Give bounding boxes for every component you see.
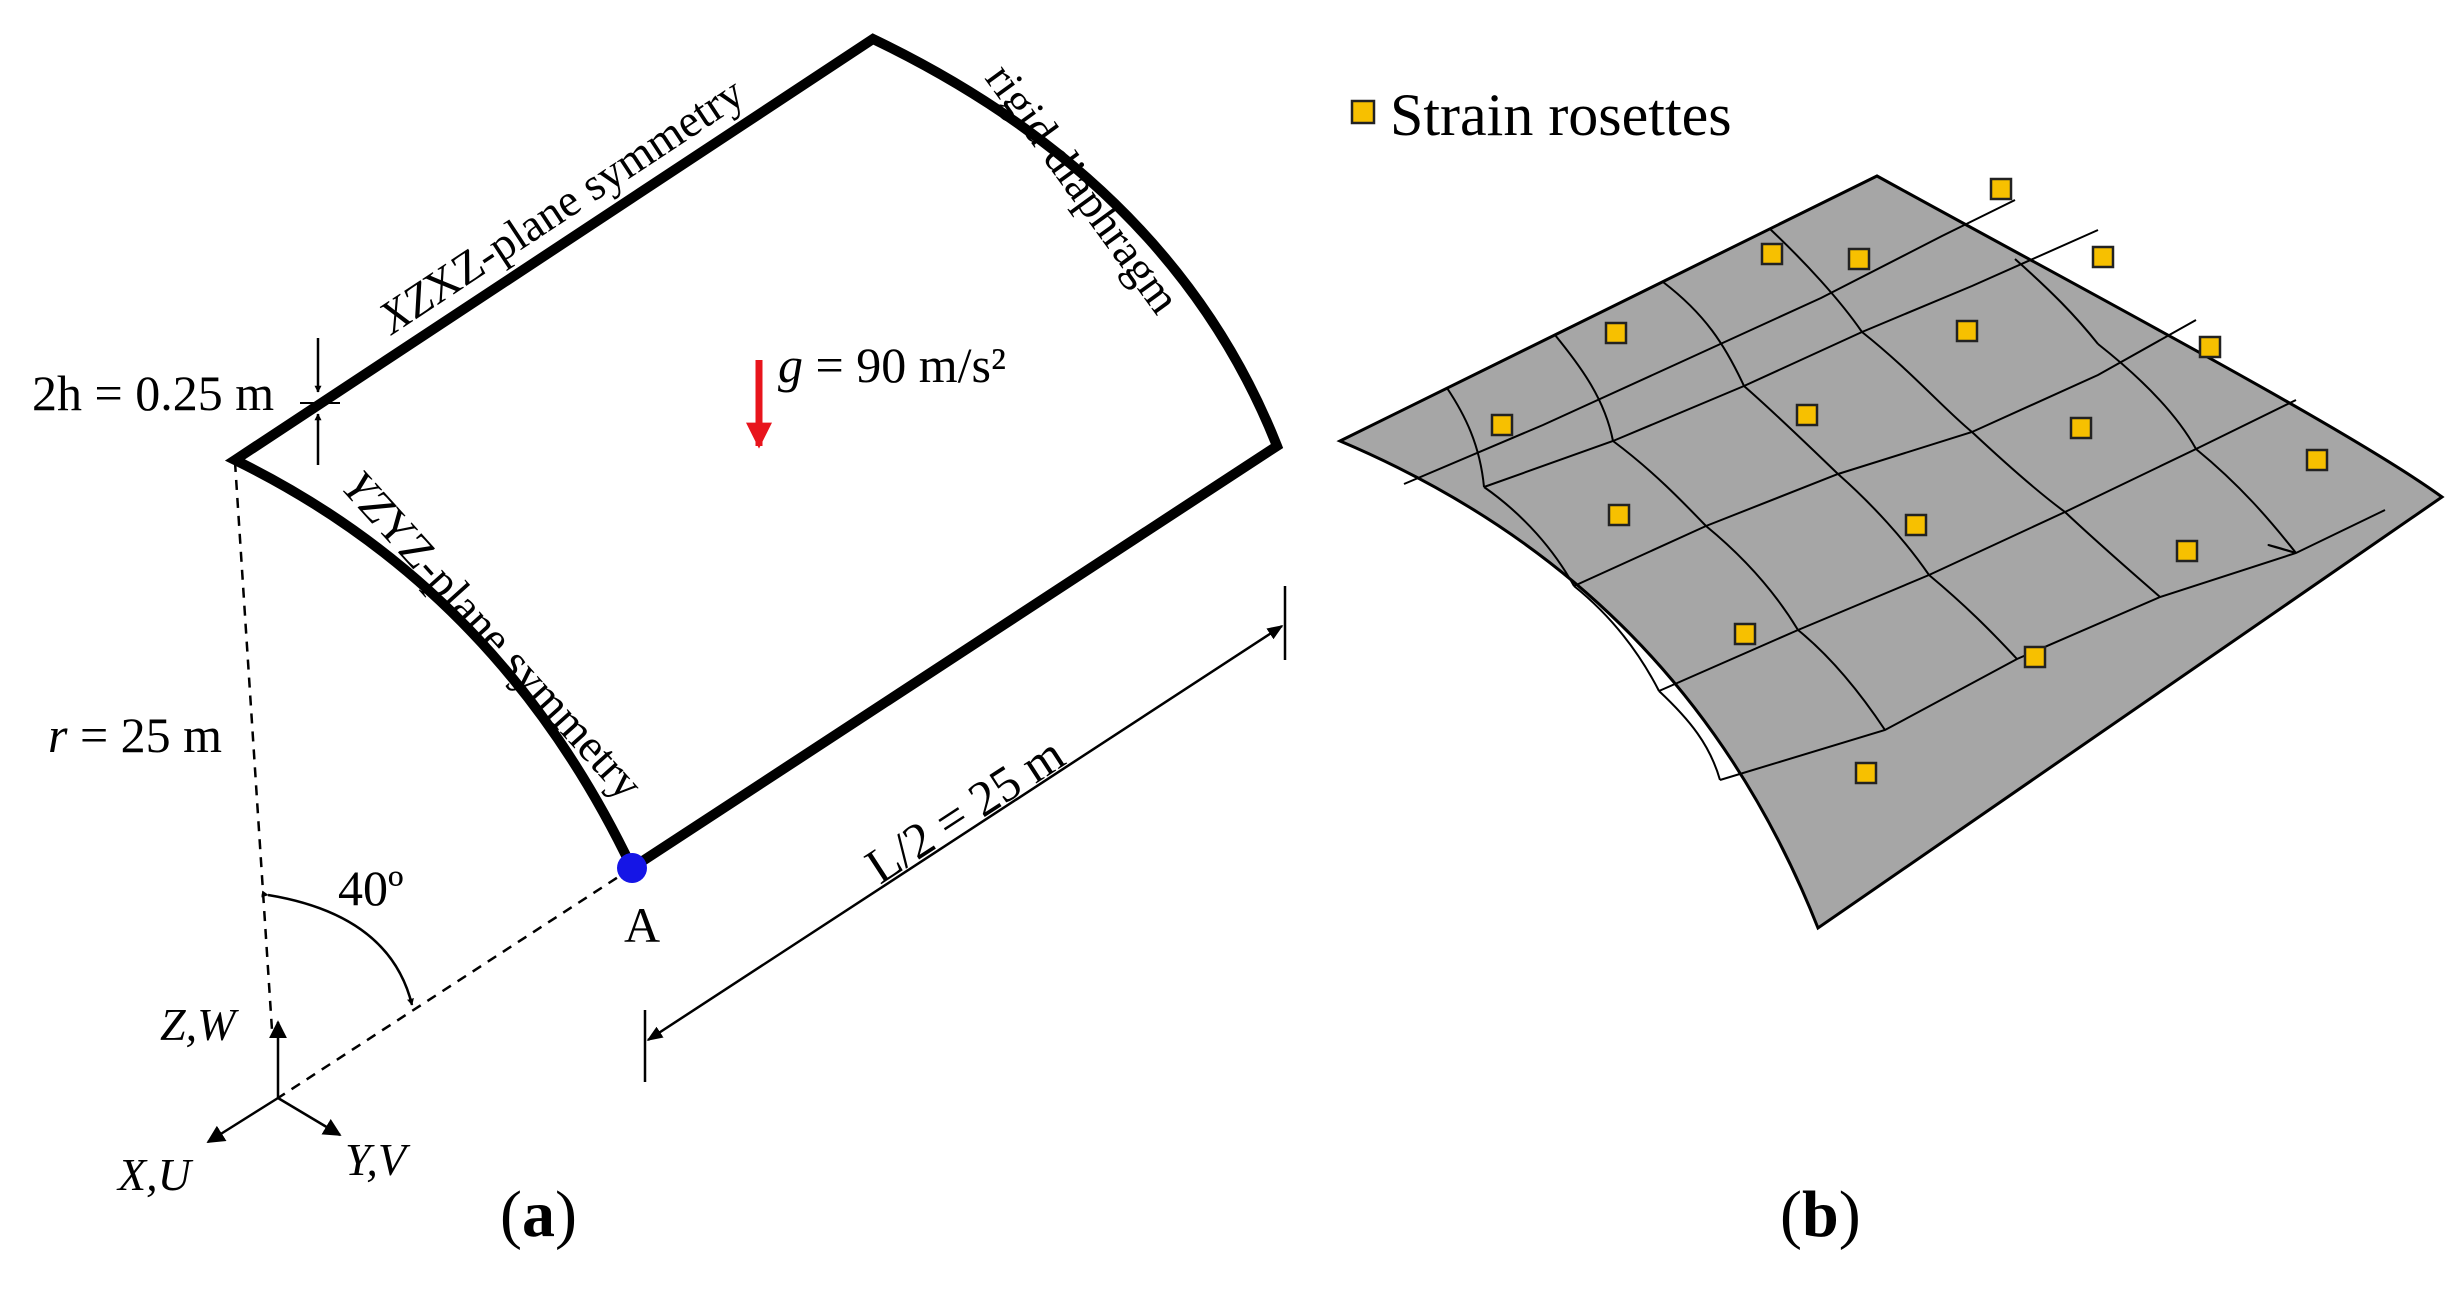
gravity-value: = 90 m/s² bbox=[803, 337, 1006, 393]
rosette bbox=[1607, 503, 1631, 527]
rigid-diaphragm-label: rigid diaphragm bbox=[976, 54, 1191, 323]
axis-triad bbox=[206, 1020, 342, 1144]
x-axis-label: X,U bbox=[116, 1149, 194, 1200]
point-a-marker bbox=[617, 853, 647, 883]
panel-b: Strain rosettes (b) bbox=[1336, 82, 2445, 1251]
rosette bbox=[2069, 416, 2093, 440]
angle-arc bbox=[261, 890, 414, 1006]
rosette bbox=[1989, 177, 2013, 201]
rosette bbox=[1733, 622, 1757, 646]
rosette bbox=[2198, 335, 2222, 359]
radius-dashed-line bbox=[233, 461, 274, 1031]
angle-label: 40º bbox=[338, 860, 404, 916]
rosette bbox=[1854, 761, 1878, 785]
point-a-label: A bbox=[624, 897, 660, 953]
rosette bbox=[1490, 413, 1514, 437]
mesh-lines bbox=[1446, 228, 2297, 781]
rosette bbox=[1847, 247, 1871, 271]
rosette bbox=[1955, 319, 1979, 343]
caption-a: (a) bbox=[500, 1178, 577, 1251]
gravity-label: g = 90 m/s² bbox=[778, 337, 1006, 393]
length-dimension-line bbox=[646, 624, 1284, 1042]
thickness-var: 2h bbox=[32, 365, 82, 421]
rosette bbox=[1760, 242, 1784, 266]
rosette bbox=[2091, 245, 2115, 269]
thickness-value: = 0.25 m bbox=[82, 365, 274, 421]
legend-label: Strain rosettes bbox=[1390, 82, 1732, 148]
radius-value: = 25 m bbox=[67, 707, 222, 763]
rosette bbox=[2023, 645, 2047, 669]
thickness-label: 2h = 0.25 m bbox=[32, 365, 274, 421]
mesh-cross-lines bbox=[1403, 199, 2386, 781]
caption-b: (b) bbox=[1780, 1178, 1861, 1251]
rosette bbox=[1904, 513, 1928, 537]
yz-plane-label: YZYZ-plane symmetry bbox=[333, 461, 654, 809]
shell-surface bbox=[1336, 174, 2445, 931]
gravity-var: g bbox=[778, 337, 803, 393]
xz-plane-label: XZXZ-plane symmetry bbox=[368, 67, 753, 345]
panel-a: XZXZ-plane symmetry rigid diaphragm YZYZ… bbox=[32, 33, 1287, 1251]
radius-label: r = 25 m bbox=[48, 707, 222, 763]
angle-dashed-line bbox=[277, 866, 633, 1100]
radius-var: r bbox=[48, 707, 68, 763]
rosette bbox=[2305, 448, 2329, 472]
y-axis-arrow bbox=[277, 1096, 342, 1137]
legend-rosette-icon bbox=[1350, 99, 1376, 125]
rosette bbox=[2175, 539, 2199, 563]
shell-outline bbox=[224, 33, 1284, 876]
x-axis-arrow bbox=[206, 1096, 279, 1144]
z-axis-label: Z,W bbox=[160, 999, 239, 1050]
length-label: L/2 = 25 m bbox=[855, 725, 1073, 894]
y-axis-label: Y,V bbox=[345, 1134, 411, 1185]
rosette bbox=[1795, 403, 1819, 427]
rosette bbox=[1604, 321, 1628, 345]
strain-rosettes bbox=[1490, 177, 2329, 785]
